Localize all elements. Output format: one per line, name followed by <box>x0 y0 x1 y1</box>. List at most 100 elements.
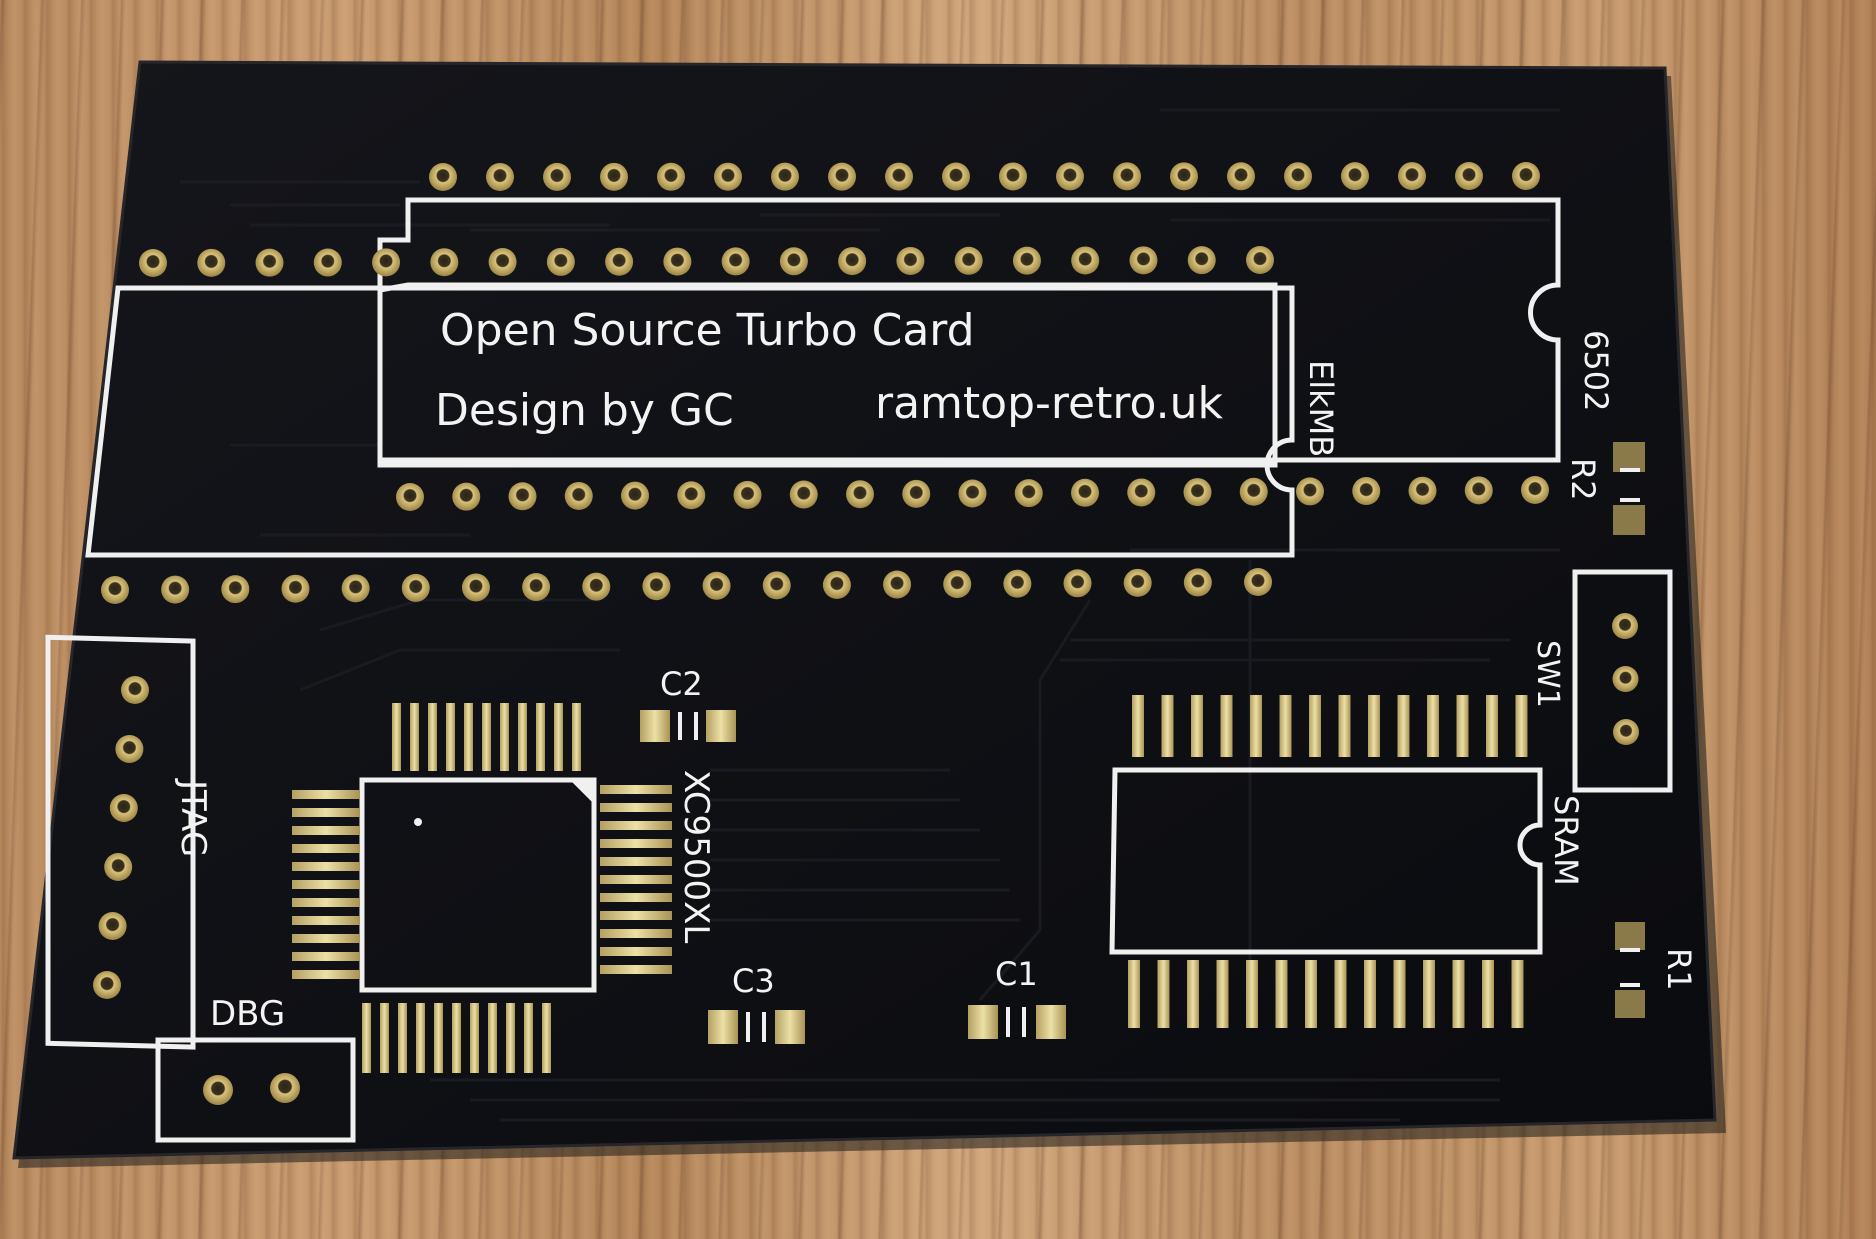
cpld-pad <box>292 826 360 835</box>
sram-chip <box>1109 767 1543 955</box>
sram-pad <box>1187 960 1199 1028</box>
sram-pad <box>1486 695 1498 757</box>
sram-pad <box>1338 695 1351 757</box>
cpld-pad <box>410 703 419 771</box>
sram-pad <box>1128 960 1140 1028</box>
website-label: ramtop-retro.uk <box>875 378 1223 429</box>
pin-pad <box>429 163 457 191</box>
cpld-label: XC9500XL <box>676 770 716 943</box>
cpld-pad <box>292 934 360 943</box>
pin-pad <box>657 162 685 191</box>
cpld-pad <box>292 880 360 889</box>
sram-pad <box>1334 960 1347 1028</box>
sw1-switch <box>1572 569 1673 793</box>
pin-pad <box>104 853 133 881</box>
pin-pad <box>1521 476 1549 504</box>
pin-pad <box>1003 569 1032 598</box>
sram-pad <box>1305 960 1317 1028</box>
pin-pad <box>621 481 649 510</box>
pin-pad <box>1398 162 1426 191</box>
sram-pad <box>1250 695 1262 757</box>
pin-pad <box>197 248 226 277</box>
cpld-pad <box>518 703 527 771</box>
cpld-pad <box>542 1003 551 1073</box>
c3-capacitor <box>708 1010 805 1044</box>
cpld-pad <box>500 703 509 771</box>
sram-pad <box>1515 695 1528 757</box>
cpld-pad <box>600 947 672 956</box>
pin-pad <box>1455 162 1483 191</box>
cpld-pad <box>600 821 672 830</box>
pin-pad <box>1296 477 1324 506</box>
pin-pad <box>401 573 430 602</box>
debug-label: DBG <box>210 994 285 1034</box>
pin-pad <box>958 479 987 508</box>
pin-pad <box>1187 246 1216 275</box>
pin-pad <box>714 162 742 191</box>
cpld-pad <box>600 893 672 902</box>
pin-pad <box>771 162 799 191</box>
c1-capacitor <box>968 1005 1066 1039</box>
sram-label: SRAM <box>1547 795 1585 886</box>
pin-pad <box>954 246 983 275</box>
cpu-label: 6502 <box>1577 330 1615 411</box>
cpld-pad <box>428 703 437 771</box>
sram-pad <box>1279 695 1292 757</box>
pin-pad <box>721 247 750 276</box>
sram-pad <box>1364 960 1376 1028</box>
pin-pad <box>582 572 611 601</box>
sram-pad <box>1456 695 1469 757</box>
pin-pad <box>115 735 144 763</box>
pin-pad <box>605 247 634 276</box>
cpld-chip <box>359 777 597 993</box>
pin-pad <box>1612 666 1639 692</box>
pin-pad <box>789 480 818 509</box>
cpld-pad <box>506 1003 515 1073</box>
pin-pad <box>779 247 808 276</box>
cpld-pad <box>292 952 360 961</box>
cpld-pad <box>292 808 360 817</box>
pin-pad <box>677 481 706 510</box>
pin-pad <box>1113 162 1141 191</box>
pin-pad <box>508 482 537 511</box>
sram-pad <box>1452 960 1465 1028</box>
pin-pad <box>396 483 424 511</box>
sram-pad <box>1246 960 1258 1028</box>
r1-label: R1 <box>1660 948 1698 991</box>
cpld-pad <box>600 785 672 794</box>
sram-pads <box>1128 695 1528 1028</box>
sram-pad <box>1397 695 1410 757</box>
sram-pad <box>1427 695 1439 757</box>
r2-resistor <box>1613 442 1645 535</box>
cpld-pad <box>600 911 672 920</box>
cpld-pad <box>572 703 581 771</box>
cpld-pad <box>392 703 401 771</box>
pin-pad <box>846 480 874 509</box>
cpld-pad <box>600 803 672 812</box>
cpld-pad <box>416 1003 425 1073</box>
pin-pad <box>1071 478 1099 507</box>
pin-pad <box>1352 477 1381 506</box>
cpld-pad <box>464 703 473 771</box>
pin-pad <box>1408 476 1437 505</box>
sram-pad <box>1511 960 1524 1028</box>
pin-pad <box>488 248 517 277</box>
pin-pad <box>828 162 856 191</box>
pin-pad <box>461 573 490 602</box>
sram-pad <box>1393 960 1406 1028</box>
c2-label: C2 <box>660 665 703 703</box>
cpld-pad <box>292 916 360 925</box>
sram-pad <box>1220 695 1233 757</box>
pin-pad <box>883 570 912 599</box>
c2-capacitor <box>640 710 736 742</box>
pin-pad <box>902 479 931 508</box>
cpld-pad <box>600 839 672 848</box>
pin-pad <box>1464 476 1493 505</box>
c1-label: C1 <box>995 955 1038 993</box>
cpu-socket-outline <box>377 197 1561 463</box>
pin-pad <box>341 574 370 603</box>
pin-pad <box>1056 162 1084 191</box>
pin-pad <box>838 247 867 276</box>
pin-pad <box>543 162 571 191</box>
pin-pad <box>101 576 129 604</box>
